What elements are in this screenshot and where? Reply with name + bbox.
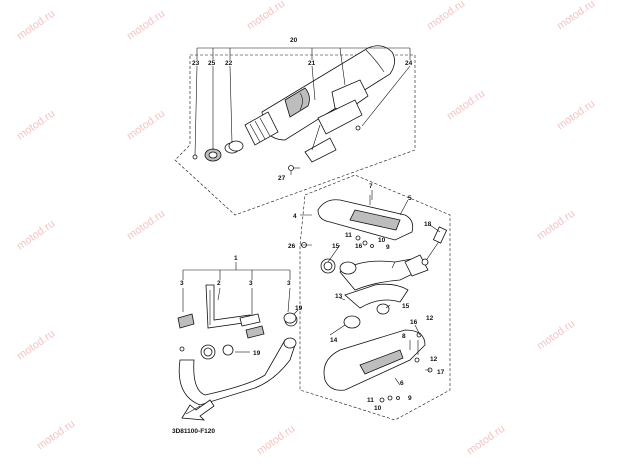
leader-line bbox=[182, 287, 291, 320]
callout-21: 21 bbox=[308, 60, 316, 67]
diagram-code: 3D81100-F120 bbox=[172, 428, 215, 435]
watermark: motod.ru bbox=[555, 0, 597, 32]
clip bbox=[177, 313, 195, 329]
watermark: motod.ru bbox=[255, 423, 297, 458]
watermark: motod.ru bbox=[445, 88, 487, 123]
callout-10: 10 bbox=[378, 237, 386, 244]
bolt bbox=[179, 346, 185, 352]
callout-1: 1 bbox=[234, 255, 238, 262]
front-direction-arrow-icon bbox=[181, 399, 215, 421]
leader-line bbox=[196, 47, 411, 60]
heat-shield-assembly-outline bbox=[299, 174, 451, 421]
callout-3: 3 bbox=[249, 280, 253, 287]
callout-11: 11 bbox=[345, 232, 352, 239]
exhaust-pipe-joint bbox=[339, 254, 429, 329]
watermark: motod.ru bbox=[35, 418, 77, 453]
callout-14: 14 bbox=[330, 337, 338, 344]
exhaust-pipe-lower bbox=[178, 337, 297, 406]
bolt bbox=[288, 165, 300, 171]
gasket bbox=[376, 303, 390, 315]
gasket bbox=[320, 258, 336, 274]
callout-11: 11 bbox=[367, 397, 374, 404]
fastener bbox=[379, 395, 400, 403]
watermark: motod.ru bbox=[535, 318, 577, 353]
callout-20: 20 bbox=[290, 37, 298, 44]
callout-12: 12 bbox=[430, 356, 438, 363]
callout-2: 2 bbox=[217, 280, 221, 287]
callout-17: 17 bbox=[437, 369, 445, 376]
callout-22: 22 bbox=[225, 60, 233, 67]
lower-heat-shield bbox=[323, 329, 426, 391]
callout-16: 16 bbox=[355, 243, 363, 250]
clip bbox=[283, 312, 297, 324]
clamp bbox=[204, 148, 222, 162]
watermark: motod.ru bbox=[15, 218, 57, 253]
callout-16: 16 bbox=[410, 319, 418, 326]
oxygen-sensor bbox=[421, 226, 448, 266]
watermark: motod.ru bbox=[125, 208, 167, 243]
callout-9: 9 bbox=[386, 244, 390, 251]
watermark: motod.ru bbox=[535, 208, 577, 243]
callout-4: 4 bbox=[293, 213, 297, 220]
ring bbox=[200, 344, 216, 360]
muffler-assembly-outline bbox=[174, 54, 416, 216]
leader-line bbox=[182, 262, 291, 280]
watermark: motod.ru bbox=[15, 328, 57, 363]
exhaust-pipe-assembly-group: 1 3 2 3 3 19 bbox=[177, 255, 297, 406]
upper-heat-shield bbox=[317, 195, 414, 241]
callout-27: 27 bbox=[278, 175, 286, 182]
leader-line bbox=[194, 47, 411, 156]
callout-5: 5 bbox=[408, 195, 412, 202]
callout-10: 10 bbox=[374, 405, 382, 412]
bolt bbox=[192, 154, 198, 160]
watermark: motod.ru bbox=[15, 8, 57, 43]
muffler-body bbox=[261, 45, 395, 141]
watermark-layer: motod.ru motod.ru motod.ru motod.ru moto… bbox=[15, 0, 597, 457]
watermark: motod.ru bbox=[465, 423, 507, 458]
muffler-inlet-pipe bbox=[244, 111, 279, 146]
exhaust-pipe-upper bbox=[205, 284, 251, 329]
callout-15: 15 bbox=[332, 243, 340, 250]
callout-19: 19 bbox=[295, 305, 303, 312]
callout-3: 3 bbox=[287, 280, 291, 287]
callout-26: 26 bbox=[288, 243, 296, 250]
callout-19: 19 bbox=[253, 350, 261, 357]
gasket bbox=[224, 140, 244, 154]
clip bbox=[239, 313, 265, 339]
callout-3: 3 bbox=[180, 280, 184, 287]
ring bbox=[222, 344, 234, 356]
callout-18: 18 bbox=[424, 221, 432, 228]
watermark: motod.ru bbox=[555, 98, 597, 133]
callout-8: 8 bbox=[402, 333, 406, 340]
watermark: motod.ru bbox=[245, 0, 287, 32]
callout-12: 12 bbox=[426, 315, 434, 322]
watermark: motod.ru bbox=[425, 0, 467, 32]
muffler-bracket bbox=[304, 79, 369, 163]
callout-15: 15 bbox=[402, 303, 410, 310]
callout-25: 25 bbox=[208, 60, 216, 67]
callout-6: 6 bbox=[400, 380, 404, 387]
muffler-assembly-group: 20 23 25 22 21 24 27 bbox=[174, 37, 416, 216]
callout-7: 7 bbox=[369, 183, 373, 190]
watermark: motod.ru bbox=[125, 8, 167, 43]
callout-24: 24 bbox=[405, 60, 413, 67]
callout-23: 23 bbox=[192, 60, 200, 67]
fastener bbox=[355, 235, 374, 248]
callout-9: 9 bbox=[408, 395, 412, 402]
heat-shield-assembly-group: 4 7 5 18 11 10 9 15 26 16 13 15 19 14 16… bbox=[284, 174, 451, 421]
callout-13: 13 bbox=[335, 293, 343, 300]
watermark: motod.ru bbox=[15, 108, 57, 143]
leader-line bbox=[291, 190, 441, 386]
watermark: motod.ru bbox=[125, 108, 167, 143]
